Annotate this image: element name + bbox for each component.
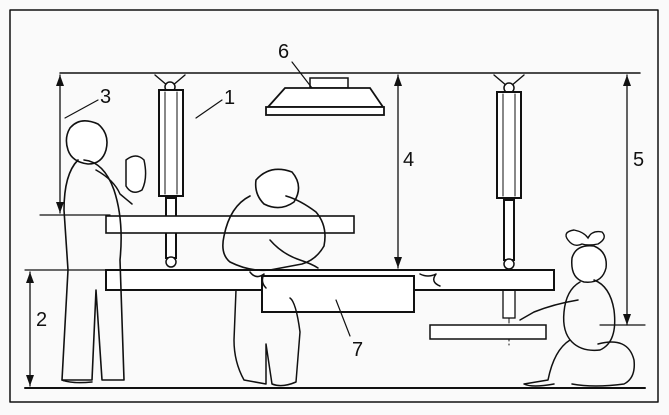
worker-seated-child	[519, 229, 636, 387]
label-2: 2	[36, 309, 47, 331]
hanging-unit-left	[154, 74, 186, 271]
label-6: 6	[278, 41, 289, 63]
leader-7	[335, 299, 351, 337]
dimension-4	[394, 74, 402, 269]
label-7: 7	[352, 339, 363, 361]
dimension-2	[26, 271, 34, 387]
lower-board	[429, 324, 547, 340]
label-1: 1	[224, 87, 235, 109]
dimension-5	[599, 74, 646, 326]
label-4: 4	[403, 149, 414, 171]
ceiling-lamp	[265, 77, 385, 116]
hanging-unit-right	[493, 74, 525, 346]
leader-6	[291, 61, 313, 89]
worker-standing	[61, 120, 147, 384]
label-5: 5	[633, 149, 644, 171]
worker-bending	[222, 168, 326, 387]
workbench	[105, 269, 555, 313]
leader-1	[195, 99, 223, 119]
frame-border	[9, 9, 659, 403]
dimension-3	[56, 74, 99, 214]
label-3: 3	[100, 86, 111, 108]
